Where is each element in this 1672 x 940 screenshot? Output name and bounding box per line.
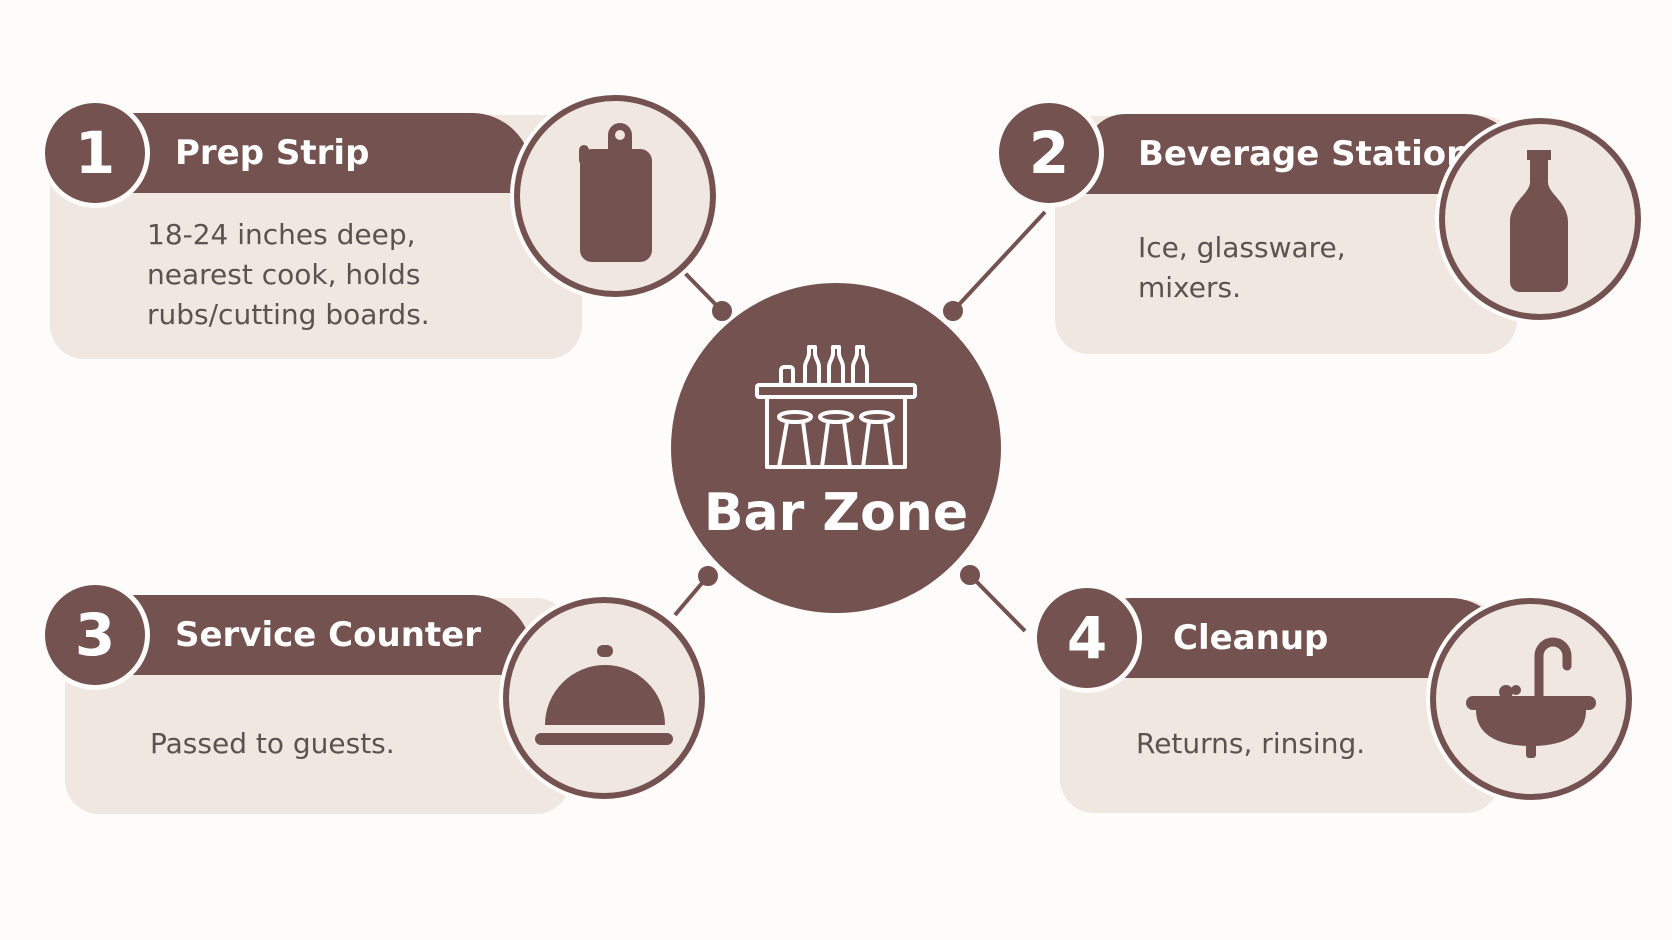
zone-description: Returns, rinsing. [1136, 727, 1366, 760]
zone-title: Beverage Station [1138, 134, 1471, 174]
connector-dot-2 [943, 301, 963, 321]
connector-line-2 [951, 210, 1047, 313]
cutting-board-icon [514, 95, 716, 297]
zone-description: 18-24 inches deep, nearest cook, holds r… [147, 218, 430, 331]
hub-title: Bar Zone [703, 483, 969, 543]
zone-header-bar [92, 595, 532, 675]
connector-dot-1 [712, 301, 732, 321]
zone-description: Ice, glassware, mixers. [1138, 231, 1346, 304]
zone-number-badge: 4 [1032, 583, 1142, 693]
zone-title: Service Counter [175, 615, 481, 655]
bar-zone-hub: Bar Zone [671, 283, 1001, 613]
zone-title: Prep Strip [175, 133, 370, 173]
zone-number-badge: 3 [40, 580, 150, 690]
zone-description: Passed to guests. [150, 727, 395, 760]
zone-number-badge: 1 [40, 98, 150, 208]
bar-counter-icon [755, 345, 917, 469]
connector-line-4 [968, 573, 1027, 633]
bottle-icon [1439, 118, 1641, 320]
connector-dot-4 [960, 565, 980, 585]
zone-number-badge: 2 [994, 98, 1104, 208]
connector-line-1 [678, 266, 724, 313]
zone-header-bar [92, 113, 532, 193]
sink-icon [1430, 598, 1632, 800]
serving-cloche-icon [503, 597, 705, 799]
connector-dot-3 [698, 566, 718, 586]
zone-title: Cleanup [1173, 618, 1329, 658]
